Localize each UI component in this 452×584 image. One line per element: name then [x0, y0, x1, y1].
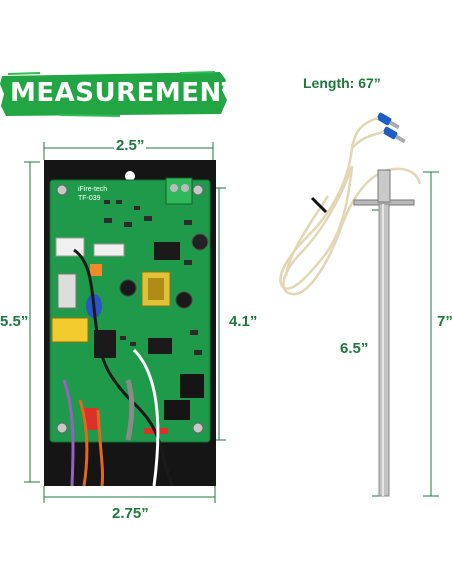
page-title: MEASUREMENT [10, 78, 241, 108]
board-brand: iFire-tech [78, 186, 108, 193]
title-banner [0, 71, 227, 117]
control-board [44, 160, 216, 486]
board-model: TF-039 [78, 195, 101, 202]
cable-length-label: Length: 67” [303, 75, 381, 91]
probe-total-label: 7” [437, 313, 452, 330]
top-width-label: 2.5” [114, 137, 147, 154]
probe-rod-label: 6.5” [340, 340, 369, 357]
left-height-label: 5.5” [0, 313, 29, 330]
mounting-hole [125, 171, 135, 181]
temperature-probe [279, 112, 422, 497]
bottom-width-label: 2.75” [112, 505, 149, 522]
board-height-label: 4.1” [229, 313, 258, 330]
